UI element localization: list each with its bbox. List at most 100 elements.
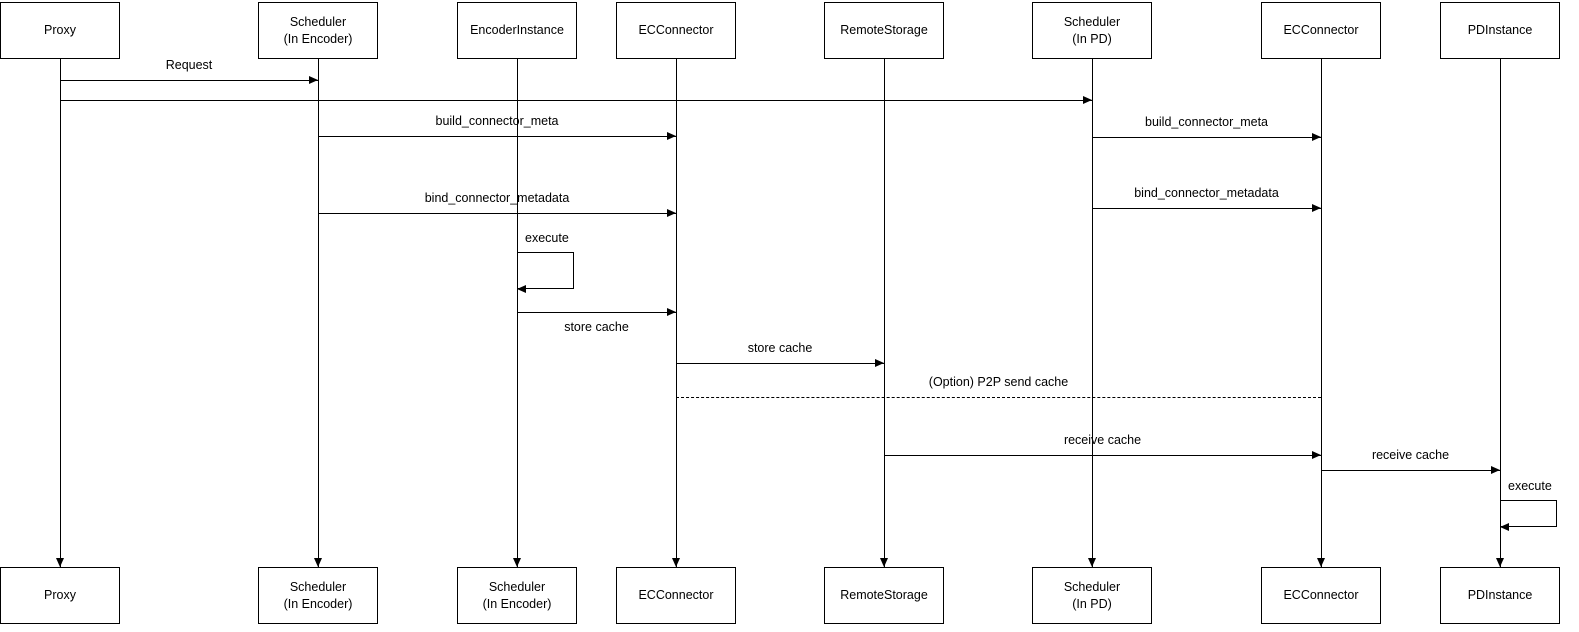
- participant-label: Proxy: [44, 22, 76, 39]
- participant-bottom-box-sched-pd: Scheduler (In PD): [1032, 567, 1152, 624]
- message-label-m7: store cache: [564, 320, 629, 334]
- message-label-m4: build_connector_meta: [1145, 115, 1268, 129]
- message-arrowhead-m7: [667, 308, 676, 316]
- participant-label-line2: (In Encoder): [283, 31, 353, 46]
- participant-top-box-encoder-inst: EncoderInstance: [457, 2, 577, 59]
- message-line-m6: [1092, 208, 1321, 209]
- self-message-loop-s2: [1500, 500, 1557, 527]
- message-arrowhead-m3: [667, 132, 676, 140]
- lifeline-proxy: [60, 59, 61, 567]
- message-line-m10: [884, 455, 1321, 456]
- participant-bottom-box-proxy: Proxy: [0, 567, 120, 624]
- participant-top-box-proxy: Proxy: [0, 2, 120, 59]
- message-line-m11: [1321, 470, 1500, 471]
- participant-top-box-sched-pd: Scheduler (In PD): [1032, 2, 1152, 59]
- lifeline-end-arrow-encoder-inst: [513, 558, 521, 567]
- participant-bottom-box-encoder-inst: Scheduler (In Encoder): [457, 567, 577, 624]
- participant-bottom-box-remote-store: RemoteStorage: [824, 567, 944, 624]
- self-message-label-s2: execute: [1508, 479, 1552, 493]
- participant-label-line1: ECConnector: [1283, 23, 1359, 38]
- participant-label-line1: RemoteStorage: [840, 23, 928, 38]
- self-message-arrowhead-s1: [517, 285, 526, 293]
- message-label-m8: store cache: [747, 341, 813, 355]
- message-arrowhead-m4: [1312, 133, 1321, 141]
- participant-label-line2: (In PD): [1072, 31, 1112, 46]
- participant-label-line1: PDInstance: [1467, 588, 1533, 603]
- participant-bottom-box-sched-enc: Scheduler (In Encoder): [258, 567, 378, 624]
- message-label-m3: build_connector_meta: [435, 114, 559, 128]
- lifeline-encoder-inst: [517, 59, 518, 567]
- message-arrowhead-m2: [1083, 96, 1092, 104]
- participant-label: EncoderInstance: [470, 22, 564, 39]
- participant-top-box-ec-conn-right: ECConnector: [1261, 2, 1381, 59]
- participant-label: Scheduler (In PD): [1064, 14, 1120, 48]
- message-line-m9: [676, 397, 1321, 398]
- participant-label: ECConnector: [638, 22, 713, 39]
- message-line-m3: [318, 136, 676, 137]
- participant-label-line1: EncoderInstance: [470, 23, 564, 38]
- message-line-m4: [1092, 137, 1321, 138]
- lifeline-ec-conn-left: [676, 59, 677, 567]
- self-message-arrowhead-s2: [1500, 523, 1509, 531]
- participant-label: RemoteStorage: [840, 22, 928, 39]
- message-label-m11: receive cache: [1371, 448, 1450, 462]
- lifeline-sched-pd: [1092, 59, 1093, 567]
- participant-top-box-ec-conn-left: ECConnector: [616, 2, 736, 59]
- lifeline-end-arrow-proxy: [56, 558, 64, 567]
- message-line-m8: [676, 363, 884, 364]
- participant-bottom-box-ec-conn-left: ECConnector: [616, 567, 736, 624]
- participant-label-line1: Proxy: [44, 23, 76, 38]
- participant-label: Scheduler (In PD): [1064, 579, 1120, 613]
- message-arrowhead-m8: [875, 359, 884, 367]
- lifeline-end-arrow-sched-pd: [1088, 558, 1096, 567]
- message-line-m2: [60, 100, 1092, 101]
- participant-label: Scheduler (In Encoder): [483, 579, 552, 613]
- participant-label: ECConnector: [638, 587, 713, 604]
- participant-label-line1: Scheduler: [289, 14, 347, 29]
- lifeline-end-arrow-pd-inst: [1496, 558, 1504, 567]
- message-arrowhead-m5: [667, 209, 676, 217]
- lifeline-end-arrow-ec-conn-left: [672, 558, 680, 567]
- message-arrowhead-m6: [1312, 204, 1321, 212]
- lifeline-end-arrow-remote-store: [880, 558, 888, 567]
- participant-label-line1: RemoteStorage: [840, 588, 928, 603]
- participant-label-line1: ECConnector: [1283, 588, 1359, 603]
- lifeline-sched-enc: [318, 59, 319, 567]
- participant-label: Scheduler (In Encoder): [284, 579, 353, 613]
- message-arrowhead-m1: [309, 76, 318, 84]
- participant-label: Proxy: [44, 587, 76, 604]
- participant-label-line1: Scheduler: [1063, 14, 1121, 29]
- message-label-m1: Request: [165, 58, 213, 72]
- participant-label-line1: Scheduler: [289, 579, 347, 594]
- message-label-m6: bind_connector_metadata: [1134, 186, 1279, 200]
- lifeline-end-arrow-ec-conn-right: [1317, 558, 1325, 567]
- message-line-m1: [60, 80, 318, 81]
- participant-label-line1: PDInstance: [1467, 23, 1533, 38]
- lifeline-end-arrow-sched-enc: [314, 558, 322, 567]
- message-label-m10: receive cache: [1063, 433, 1142, 447]
- participant-label: PDInstance: [1468, 587, 1533, 604]
- lifeline-pd-inst: [1500, 59, 1501, 567]
- participant-label-line2: (In Encoder): [283, 596, 353, 611]
- participant-label: RemoteStorage: [840, 587, 928, 604]
- participant-top-box-pd-inst: PDInstance: [1440, 2, 1560, 59]
- participant-label-line2: (In PD): [1072, 596, 1112, 611]
- message-label-m5: bind_connector_metadata: [424, 191, 570, 205]
- participant-label-line1: Scheduler: [488, 579, 546, 594]
- participant-label-line2: (In Encoder): [482, 596, 552, 611]
- participant-top-box-sched-enc: Scheduler (In Encoder): [258, 2, 378, 59]
- participant-label-line1: ECConnector: [638, 23, 714, 38]
- participant-label: ECConnector: [1283, 22, 1358, 39]
- message-label-m9: (Option) P2P send cache: [928, 375, 1069, 389]
- participant-label-line1: Proxy: [44, 588, 76, 603]
- message-arrowhead-m11: [1491, 466, 1500, 474]
- participant-label-line1: Scheduler: [1063, 579, 1121, 594]
- message-line-m7: [517, 312, 676, 313]
- message-arrowhead-m10: [1312, 451, 1321, 459]
- participant-bottom-box-ec-conn-right: ECConnector: [1261, 567, 1381, 624]
- message-line-m5: [318, 213, 676, 214]
- participant-label: Scheduler (In Encoder): [284, 14, 353, 48]
- participant-top-box-remote-store: RemoteStorage: [824, 2, 944, 59]
- lifeline-ec-conn-right: [1321, 59, 1322, 567]
- participant-label: PDInstance: [1468, 22, 1533, 39]
